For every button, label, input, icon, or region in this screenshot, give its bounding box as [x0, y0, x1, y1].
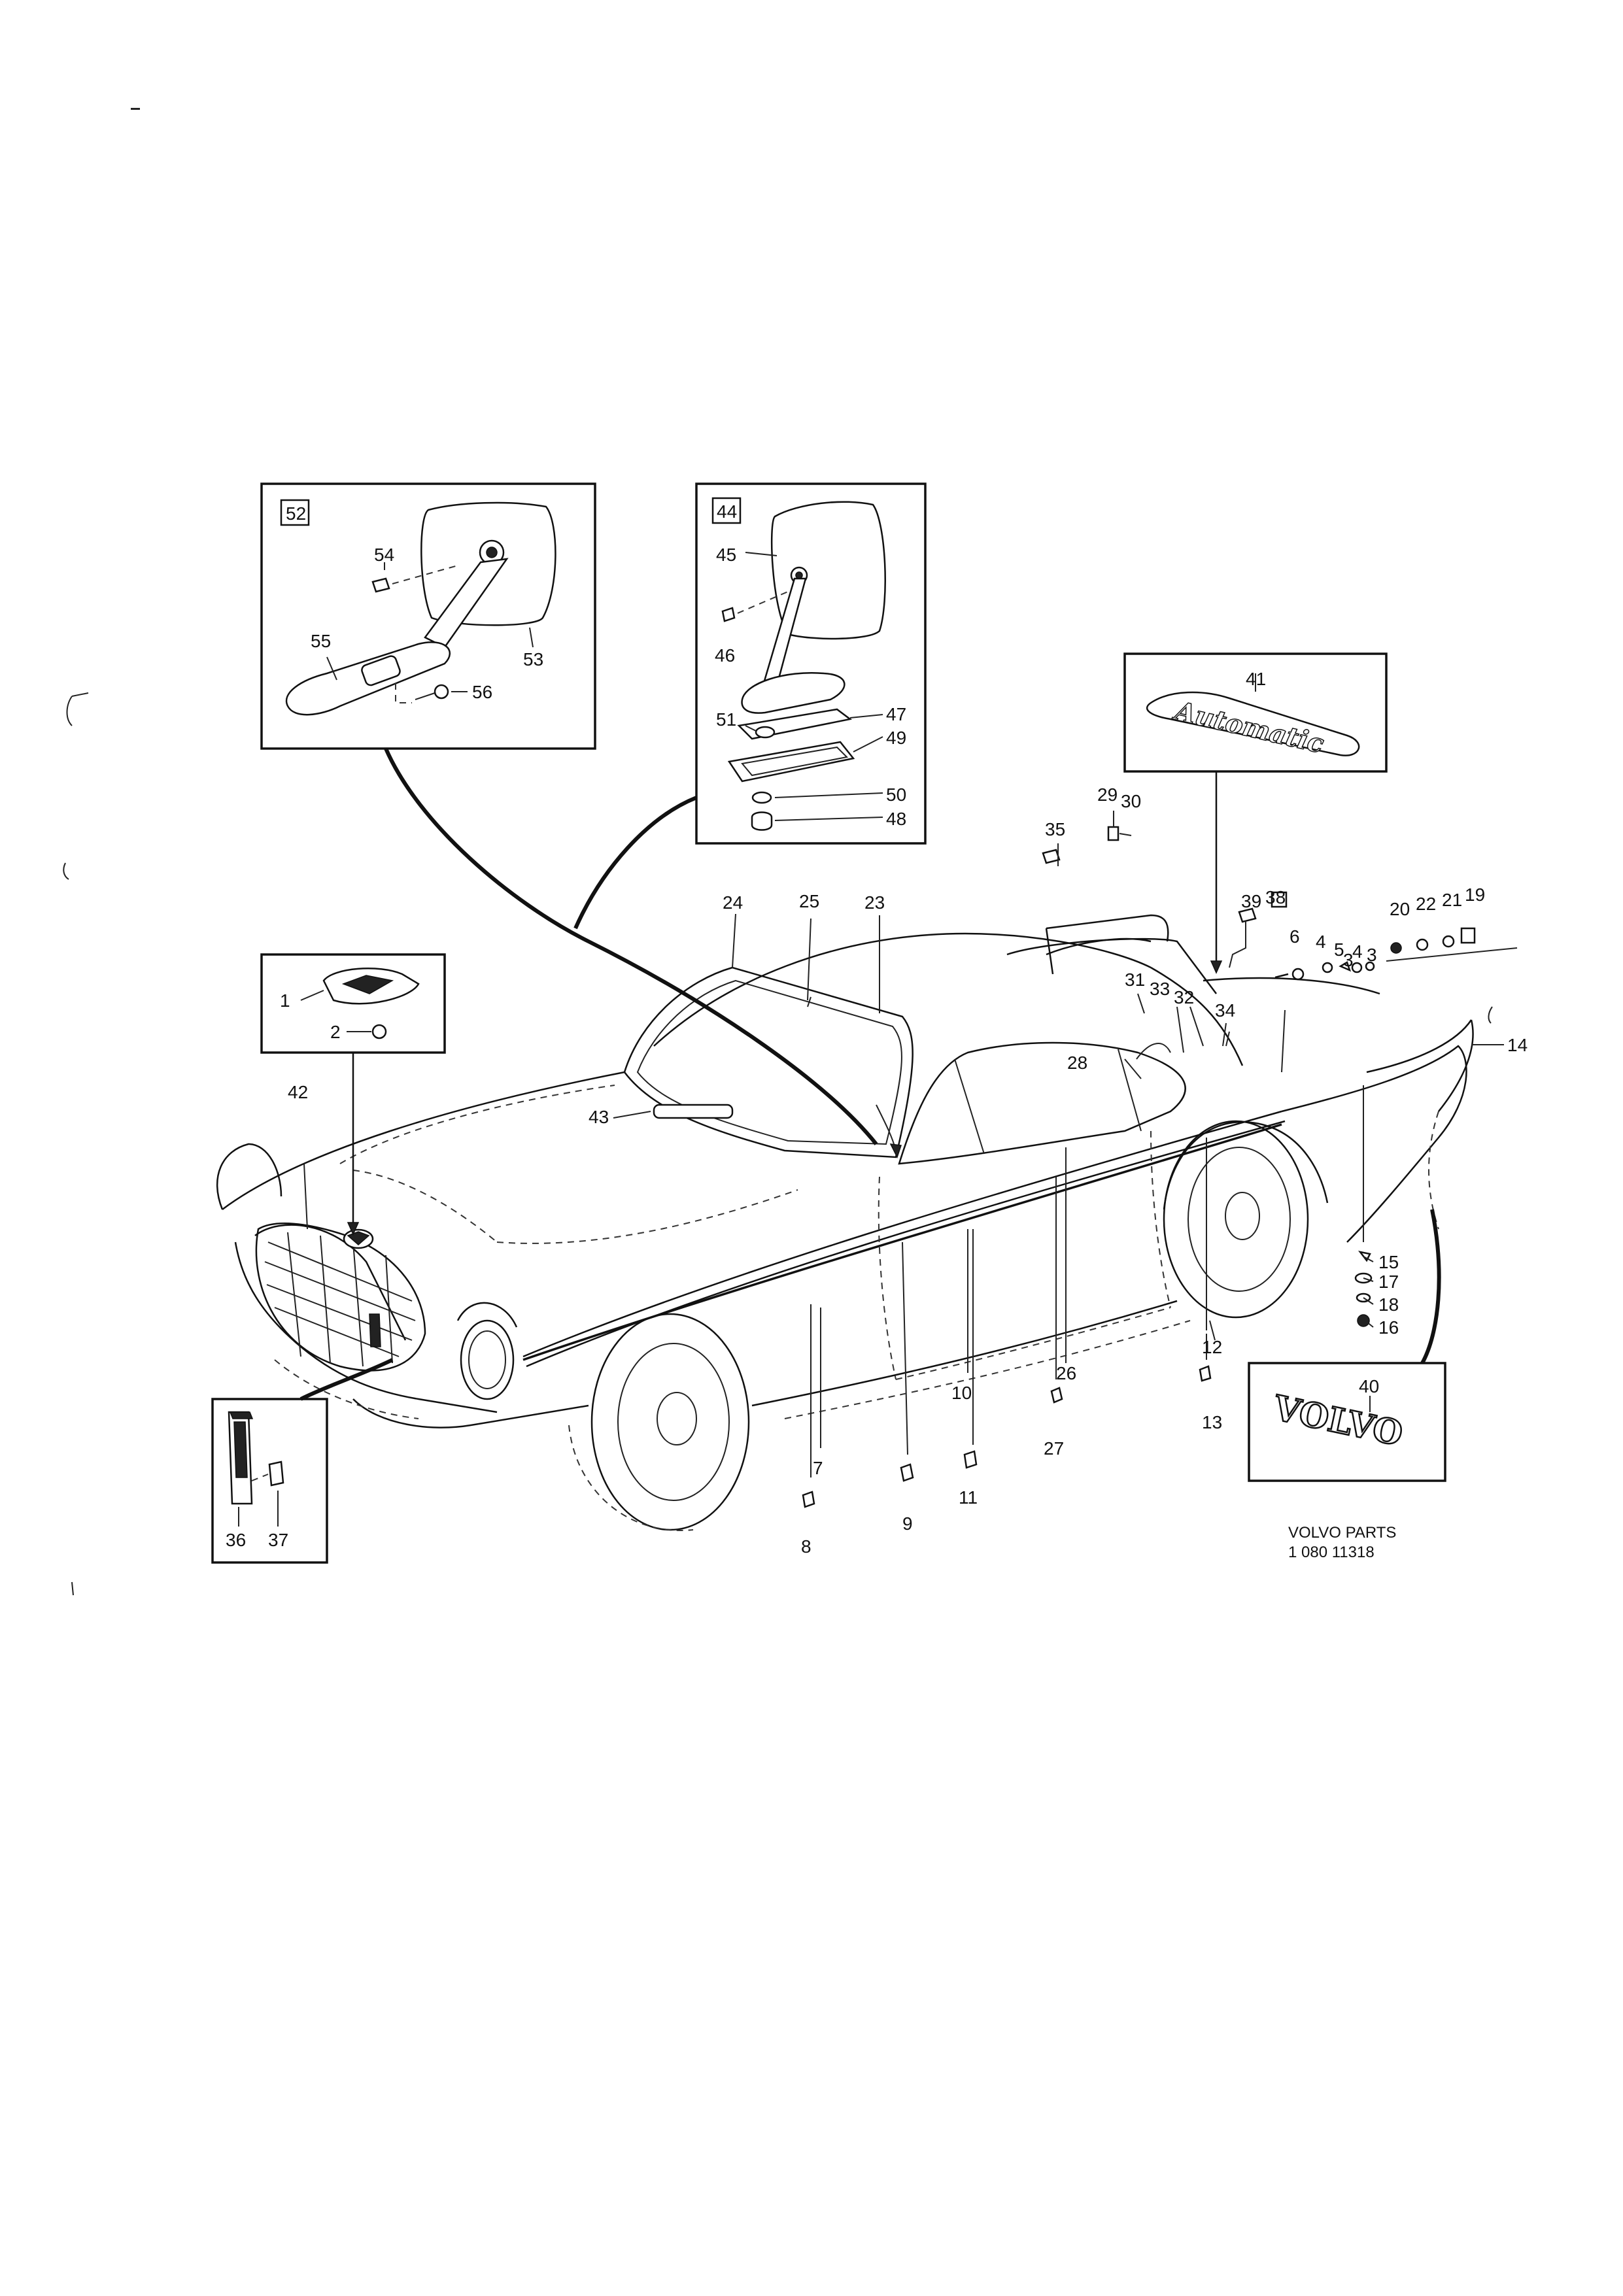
callout-22: 22 — [1416, 894, 1436, 914]
callout-9: 9 — [902, 1513, 913, 1534]
callout-56: 56 — [472, 682, 492, 702]
car-body-drawing — [216, 914, 1474, 1531]
callout-3a: 3 — [1343, 950, 1354, 970]
callout-1: 1 — [280, 990, 290, 1011]
callout-17: 17 — [1378, 1272, 1399, 1292]
callout-43: 43 — [589, 1107, 609, 1127]
callout-3b: 3 — [1367, 945, 1377, 965]
hood-vent — [653, 1104, 734, 1119]
callout-20: 20 — [1390, 899, 1410, 919]
callout-46: 46 — [715, 645, 735, 666]
callout-23: 23 — [864, 892, 885, 913]
callout-31: 31 — [1125, 970, 1145, 990]
callout-11: 11 — [959, 1487, 978, 1508]
mirror-box-52: 52 — [260, 482, 596, 750]
callout-27: 27 — [1044, 1438, 1064, 1459]
callout-55: 55 — [311, 631, 331, 651]
callout-4a: 4 — [1316, 932, 1326, 952]
callout-24: 24 — [723, 892, 743, 913]
box-id-44: 44 — [717, 501, 737, 522]
callout-37: 37 — [268, 1530, 288, 1550]
small-fasteners — [802, 826, 1518, 1508]
callout-33: 33 — [1150, 979, 1170, 999]
callout-6: 6 — [1290, 926, 1300, 947]
callout-51: 51 — [716, 709, 736, 730]
part-reference: VOLVO PARTS 1 080 11318 — [1288, 1524, 1396, 1561]
callout-39: 39 — [1241, 891, 1261, 911]
callout-21: 21 — [1442, 890, 1462, 910]
leader-mirror-44 — [573, 796, 698, 930]
callout-41: 41 — [1246, 669, 1266, 689]
callout-4b: 4 — [1352, 941, 1363, 962]
callout-25: 25 — [799, 891, 819, 911]
box-id-52: 52 — [286, 503, 306, 524]
front-grille — [255, 1223, 426, 1372]
leader-grille-badge — [299, 1358, 394, 1401]
callout-labels: 1 2 3 3 4 4 5 6 7 8 9 10 11 12 13 14 15 … — [226, 545, 1528, 1557]
callout-34: 34 — [1215, 1000, 1235, 1021]
callout-35: 35 — [1045, 819, 1065, 839]
scan-marks — [63, 108, 1493, 1596]
callout-53: 53 — [523, 649, 543, 669]
callout-16: 16 — [1378, 1317, 1399, 1338]
callout-40: 40 — [1359, 1376, 1379, 1396]
callout-14: 14 — [1507, 1035, 1528, 1055]
callout-30: 30 — [1121, 791, 1141, 811]
callout-36: 36 — [226, 1530, 246, 1550]
callout-7: 7 — [813, 1458, 823, 1478]
callout-2: 2 — [330, 1022, 341, 1042]
callout-28: 28 — [1067, 1053, 1087, 1073]
callout-49: 49 — [886, 728, 906, 748]
callout-5: 5 — [1334, 939, 1344, 960]
automatic-badge-box: Automatic — [1123, 652, 1388, 773]
callout-29: 29 — [1097, 785, 1118, 805]
callout-26: 26 — [1056, 1363, 1076, 1383]
reference-line-2: 1 080 11318 — [1288, 1544, 1375, 1561]
callout-10: 10 — [951, 1383, 972, 1403]
leader-mirror-52 — [384, 747, 878, 1145]
callout-15: 15 — [1378, 1252, 1399, 1272]
hood-emblem — [343, 1228, 374, 1249]
callout-13: 13 — [1202, 1412, 1222, 1432]
callout-38: 38 — [1265, 887, 1286, 907]
callout-19: 19 — [1465, 885, 1485, 905]
mirror-box-44: 44 — [695, 482, 927, 845]
reference-line-1: VOLVO PARTS — [1288, 1524, 1396, 1542]
volvo-badge-box: VOLVO — [1248, 1362, 1446, 1482]
callout-48: 48 — [886, 809, 906, 829]
grille-badge-box — [211, 1398, 328, 1564]
callout-50: 50 — [886, 785, 906, 805]
callout-8: 8 — [801, 1536, 811, 1557]
callout-18: 18 — [1378, 1294, 1399, 1315]
leader-volvo-badge — [1420, 1209, 1441, 1364]
callout-45: 45 — [716, 545, 736, 565]
callout-54: 54 — [374, 545, 394, 565]
callout-12: 12 — [1202, 1337, 1222, 1357]
callout-32: 32 — [1174, 987, 1194, 1007]
callout-42: 42 — [288, 1082, 308, 1102]
callout-47: 47 — [886, 704, 906, 724]
leader-lines — [303, 811, 1504, 1477]
